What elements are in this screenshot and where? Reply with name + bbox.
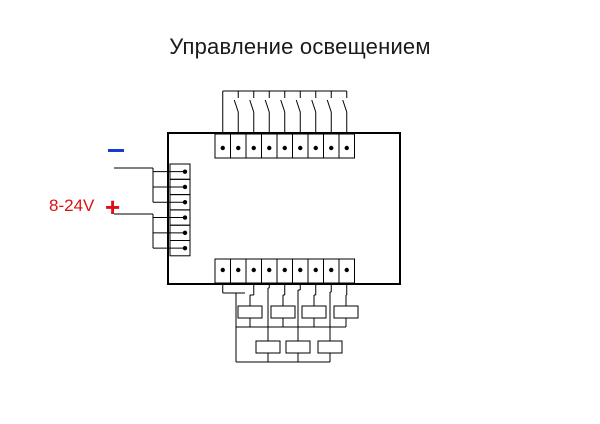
output-terminal-screw bbox=[251, 267, 256, 273]
relay bbox=[270, 305, 296, 319]
input-terminal-screw bbox=[236, 145, 241, 151]
relay bbox=[317, 340, 343, 354]
relay-coil bbox=[333, 305, 359, 319]
relay-coil bbox=[301, 305, 327, 319]
input-terminal-screw bbox=[298, 145, 303, 151]
output-terminal-screw bbox=[313, 267, 318, 273]
relay-group bbox=[222, 283, 359, 363]
input-terminal-screw bbox=[220, 145, 225, 151]
switch-blade bbox=[280, 99, 286, 113]
relay-coil bbox=[285, 340, 311, 354]
page-title: Управление освещением bbox=[169, 34, 431, 59]
switch-blade bbox=[342, 99, 348, 113]
input-terminal-screw bbox=[329, 145, 334, 151]
switch-blade bbox=[264, 99, 270, 113]
output-terminal-screw bbox=[267, 267, 272, 273]
output-terminal-screw bbox=[236, 267, 241, 273]
power-wires bbox=[114, 167, 185, 249]
input-terminal-screw bbox=[282, 145, 287, 151]
input-terminal-screw bbox=[251, 145, 256, 151]
relay bbox=[301, 305, 327, 319]
supply-voltage-label: 8-24V bbox=[49, 196, 95, 215]
power-terminal-block bbox=[169, 163, 191, 257]
input-terminal-screw bbox=[313, 145, 318, 151]
relay-coil bbox=[237, 305, 263, 319]
input-terminal-screw bbox=[344, 145, 349, 151]
switch-blade bbox=[326, 99, 332, 113]
input-terminal-screw bbox=[267, 145, 272, 151]
switch-group bbox=[222, 90, 348, 134]
output-terminal-screw bbox=[282, 267, 287, 273]
output-terminal-screw bbox=[298, 267, 303, 273]
switch-blade bbox=[249, 99, 255, 113]
minus-sign bbox=[108, 149, 124, 152]
switch-blade bbox=[233, 99, 239, 113]
switch-blade bbox=[295, 99, 301, 113]
switch-blade bbox=[311, 99, 317, 113]
controller-body bbox=[167, 132, 401, 285]
relay bbox=[333, 305, 359, 319]
relay-coil bbox=[270, 305, 296, 319]
output-terminal-block bbox=[214, 258, 355, 284]
output-terminal-screw bbox=[329, 267, 334, 273]
output-terminal-screw bbox=[344, 267, 349, 273]
relay-coil bbox=[255, 340, 281, 354]
relay bbox=[285, 340, 311, 354]
relay-coil bbox=[317, 340, 343, 354]
input-terminal-block bbox=[214, 133, 355, 159]
relay bbox=[255, 340, 281, 354]
relay bbox=[237, 305, 263, 319]
output-terminal-screw bbox=[220, 267, 225, 273]
